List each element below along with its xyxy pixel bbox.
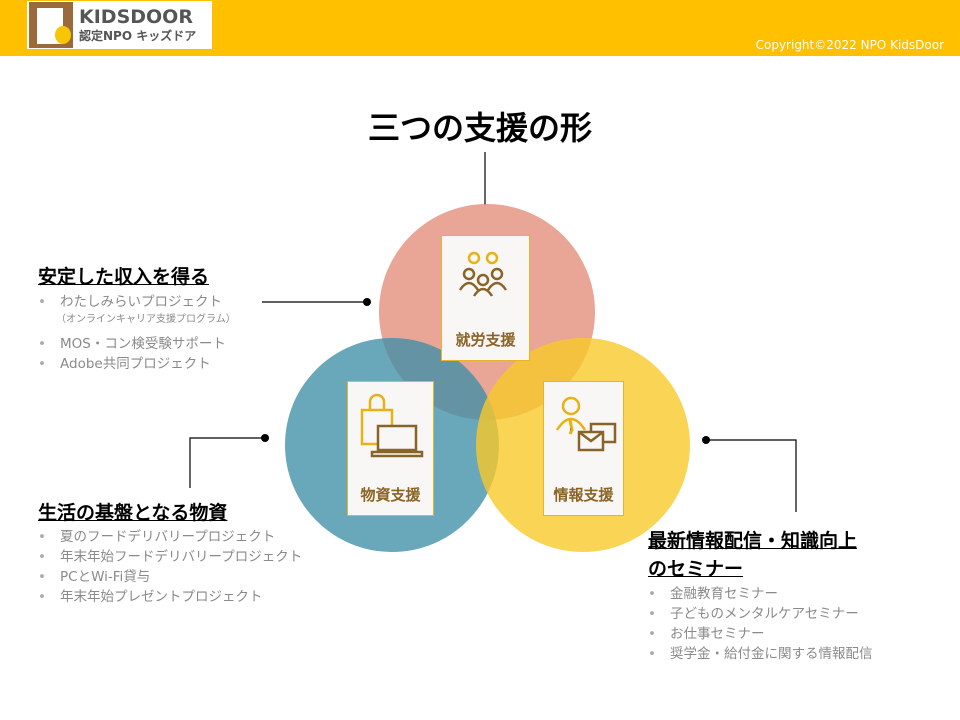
list-item-note: （オンラインキャリア支援プログラム） [56, 314, 236, 325]
list-item: 奨学金・給付金に関する情報配信 [648, 644, 873, 664]
list-item: MOS・コン検受験サポート [38, 334, 236, 354]
person-mail-icon [555, 396, 616, 452]
info-heading-line1: 最新情報配信・知識向上 [648, 530, 858, 552]
info-card: 情報支援 [543, 381, 624, 516]
door-icon [29, 2, 73, 48]
header-bar: KIDSDOOR 認定NPO キッズドア Copyright©2022 NPO … [0, 0, 960, 56]
info-label: 情報支援 [553, 486, 614, 504]
list-item: わたしみらいプロジェクト [38, 292, 236, 312]
list-item: Adobe共同プロジェクト [38, 354, 236, 374]
list-item: PCとWi-Fi貸与 [38, 567, 302, 587]
list-item: 年末年始フードデリバリープロジェクト [38, 547, 302, 567]
logo-jp: 認定NPO キッズドア [79, 29, 197, 43]
copyright: Copyright©2022 NPO KidsDoor [755, 38, 944, 52]
page-title: 三つの支援の形 [367, 109, 592, 147]
income-list: わたしみらいプロジェクト （オンラインキャリア支援プログラム） MOS・コン検受… [38, 292, 236, 374]
list-item: お仕事セミナー [648, 624, 873, 644]
info-heading: 最新情報配信・知識向上 のセミナー [648, 527, 857, 583]
info-list: 金融教育セミナー 子どものメンタルケアセミナー お仕事セミナー 奨学金・給付金に… [648, 584, 873, 664]
logo-en: KIDSDOOR [79, 6, 193, 28]
goods-label: 物資支援 [360, 486, 421, 504]
bag-laptop-icon [360, 393, 423, 458]
kidsdoor-logo[interactable]: KIDSDOOR 認定NPO キッズドア [27, 1, 212, 49]
people-group-icon [458, 251, 507, 297]
goods-list: 夏のフードデリバリープロジェクト 年末年始フードデリバリープロジェクト PCとW… [38, 527, 302, 607]
goods-heading: 生活の基盤となる物資 [38, 502, 228, 524]
list-item: 夏のフードデリバリープロジェクト [38, 527, 302, 547]
goods-card: 物資支援 [347, 381, 434, 516]
employment-card: 就労支援 [441, 235, 530, 361]
income-heading: 安定した収入を得る [38, 266, 210, 288]
list-item: 金融教育セミナー [648, 584, 873, 604]
info-heading-line2: のセミナー [648, 558, 744, 580]
list-item: 年末年始プレゼントプロジェクト [38, 587, 302, 607]
employment-label: 就労支援 [455, 331, 516, 349]
list-item: 子どものメンタルケアセミナー [648, 604, 873, 624]
